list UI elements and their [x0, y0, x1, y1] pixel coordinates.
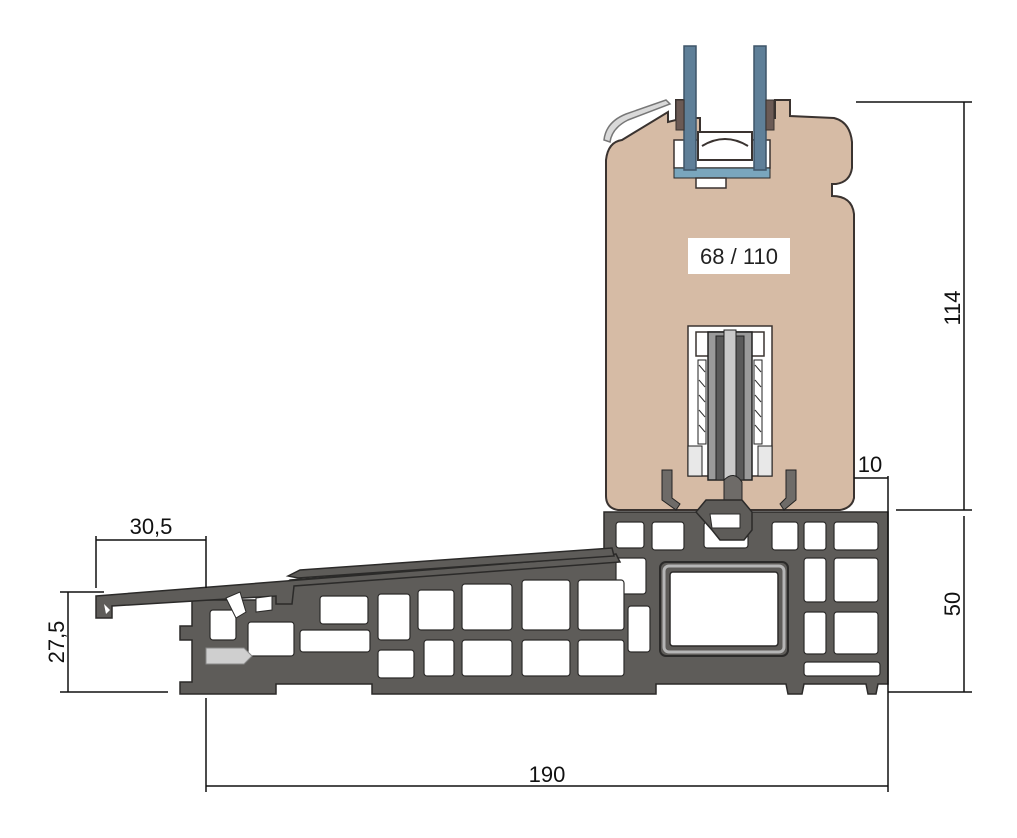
dimension-frame-height: 50 — [940, 592, 965, 616]
dimension-sill-overhang: 30,5 — [130, 514, 173, 539]
center-seal — [723, 475, 743, 501]
glass-pane-left — [683, 45, 697, 171]
spacer-bar — [697, 131, 753, 161]
dimension-total-width: 190 — [529, 762, 566, 787]
pvc-frame — [179, 499, 889, 695]
aluminium-sill — [95, 547, 622, 619]
dimension-sill-height: 27,5 — [44, 621, 69, 664]
gasket-inner — [765, 99, 775, 131]
frame-chambers — [209, 521, 881, 679]
dimension-lines — [60, 101, 972, 792]
section-label: 68 / 110 — [700, 244, 778, 269]
hardware-groove — [687, 325, 773, 481]
drainage-insert — [205, 647, 253, 665]
gasket-outer — [675, 99, 685, 131]
sash-gasket-right — [779, 469, 797, 511]
sill-clip — [225, 591, 247, 619]
setting-block — [695, 177, 727, 189]
steel-reinforcement — [659, 561, 789, 657]
glass-pane-right — [753, 45, 767, 171]
dimension-sash-offset: 10 — [858, 452, 882, 477]
section-label-background — [688, 238, 790, 274]
sash-gasket-left — [661, 469, 681, 511]
glazing-bead — [603, 99, 672, 143]
timber-sash — [603, 45, 855, 511]
sill-upper-lip — [285, 547, 615, 579]
sash-body — [605, 99, 855, 511]
dimension-sash-height: 114 — [940, 290, 965, 325]
